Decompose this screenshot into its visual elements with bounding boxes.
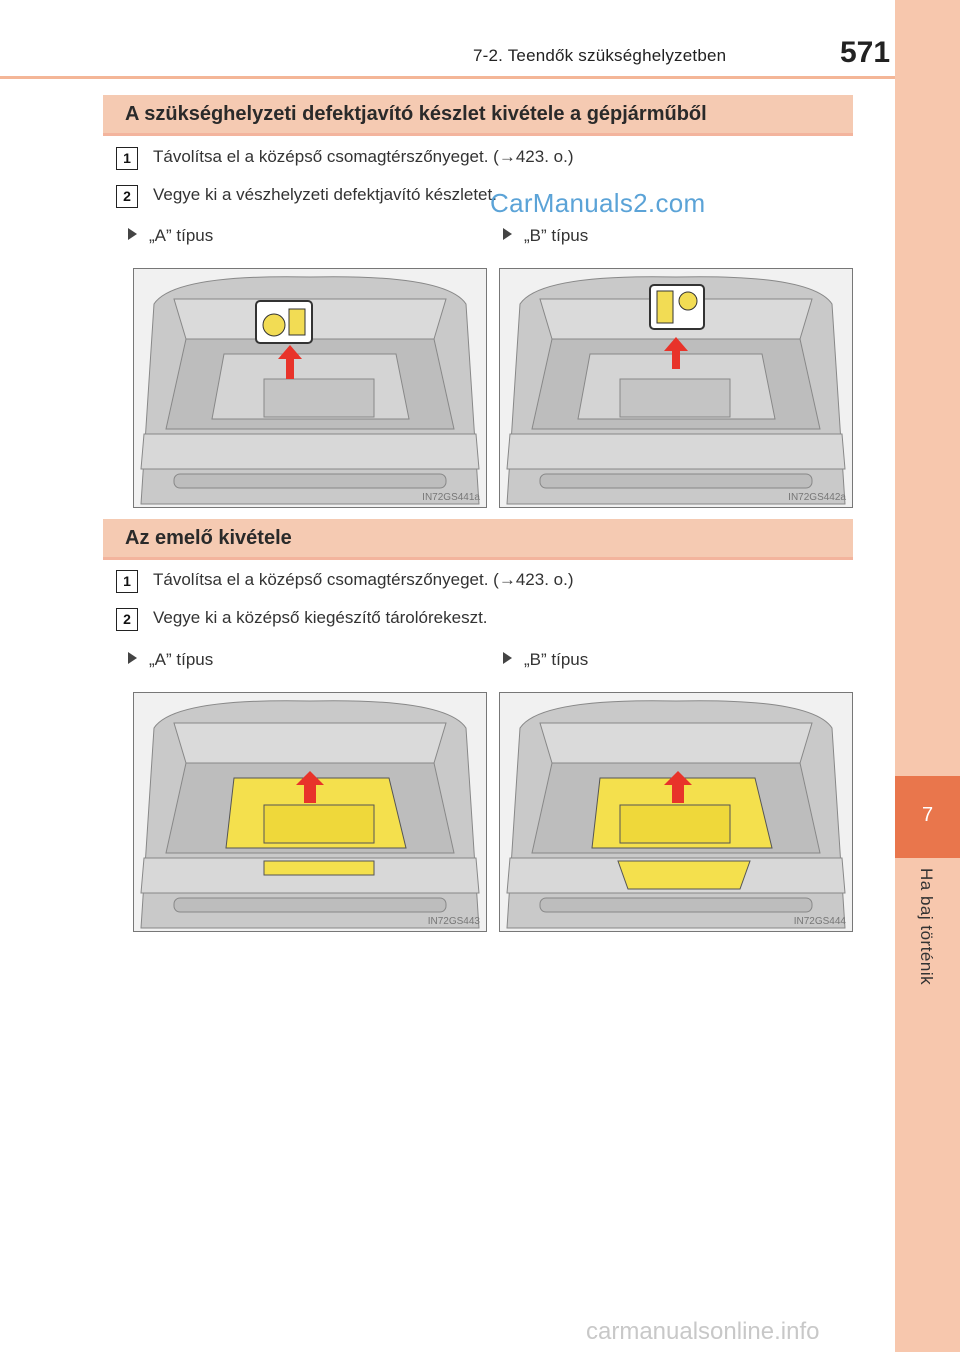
type-label-a: „A” típus — [128, 226, 213, 246]
chapter-title: Ha baj történik — [917, 868, 936, 986]
triangle-bullet-icon — [128, 652, 137, 664]
section-title: A szükséghelyzeti defektjavító készlet k… — [125, 103, 707, 125]
trunk-illustration-repair-kit-b: IN72GS442a — [499, 268, 853, 508]
triangle-bullet-icon — [503, 652, 512, 664]
type-label-b: „B” típus — [503, 650, 588, 670]
step-text: Vegye ki a középső kiegészítő tárolóreke… — [153, 608, 488, 627]
triangle-bullet-icon — [128, 228, 137, 240]
triangle-bullet-icon — [503, 228, 512, 240]
type-label-b: „B” típus — [503, 226, 588, 246]
section-header-jack: Az emelő kivétele — [103, 519, 853, 560]
trunk-illustration-repair-kit-a: IN72GS441a — [133, 268, 487, 508]
step-number-badge: 1 — [116, 570, 138, 593]
side-tab — [895, 0, 960, 1352]
chapter-tab[interactable]: 7 — [895, 776, 960, 858]
figure-code: IN72GS441a — [422, 492, 480, 503]
header-section-title: 7-2. Teendők szükséghelyzetben — [473, 46, 727, 65]
header-rule — [0, 76, 895, 79]
figure-code: IN72GS444 — [793, 916, 846, 927]
step-number-badge: 2 — [116, 185, 138, 208]
figure-code: IN72GS442a — [788, 492, 846, 503]
trunk-illustration-jack-a: IN72GS443 — [133, 692, 487, 932]
figure-code: IN72GS443 — [427, 916, 480, 927]
step-text: Távolítsa el a középső csomagtérszőnyege… — [153, 570, 574, 589]
step-text: Vegye ki a vészhelyzeti defektjavító kés… — [153, 185, 497, 204]
page-header: 7-2. Teendők szükséghelyzetben 571 — [0, 0, 895, 79]
type-label-a: „A” típus — [128, 650, 213, 670]
trunk-illustration-jack-b: IN72GS444 — [499, 692, 853, 932]
step-number-badge: 2 — [116, 608, 138, 631]
step-number-badge: 1 — [116, 147, 138, 170]
section-header-repair-kit: A szükséghelyzeti defektjavító készlet k… — [103, 95, 853, 136]
watermark-logo: CarManuals2.com — [490, 188, 706, 218]
step-text: Távolítsa el a középső csomagtérszőnyege… — [153, 147, 574, 166]
footer-watermark: carmanualsonline.info — [586, 1318, 820, 1345]
section-title: Az emelő kivétele — [125, 527, 292, 549]
page-number: 571 — [840, 36, 891, 69]
chapter-number: 7 — [921, 804, 934, 826]
